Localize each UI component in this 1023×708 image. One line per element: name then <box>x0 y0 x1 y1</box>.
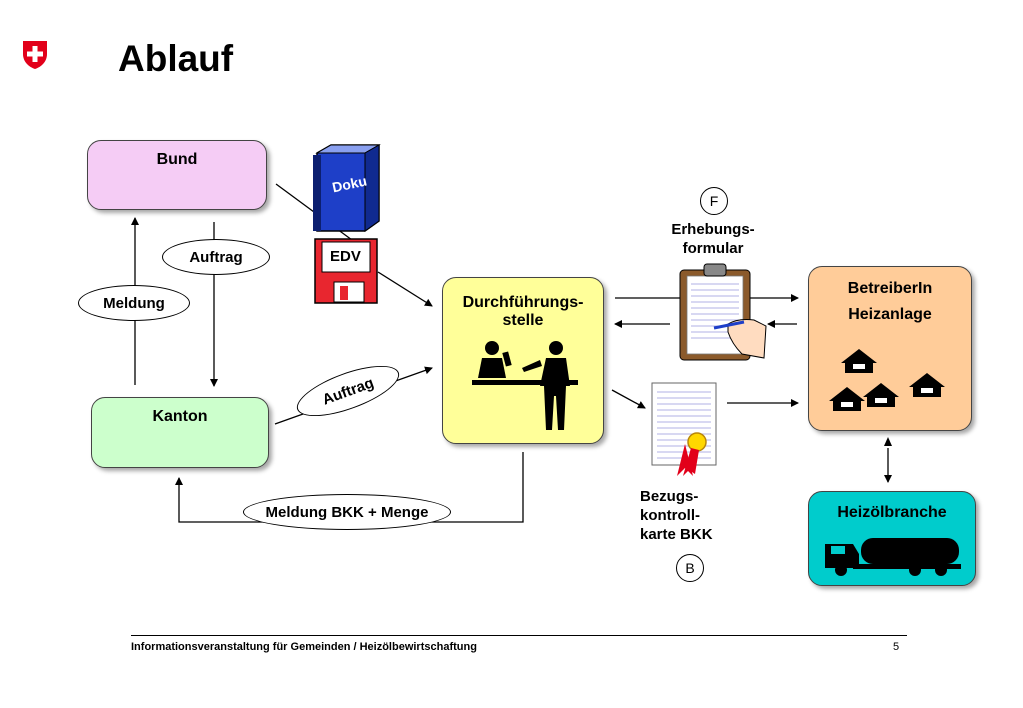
betreiber-box: BetreiberIn Heizanlage <box>808 266 972 431</box>
durchfuehrung-label-1: Durchführungs- <box>462 294 584 311</box>
page-number: 5 <box>893 641 900 653</box>
heizoel-box: Heizölbranche <box>808 491 976 586</box>
durchfuehrung-box: Durchführungs- stelle <box>442 277 604 444</box>
bezugskontrollkarte-label-1: Bezugs- <box>640 488 699 505</box>
erhebungsformular-label: Erhebungs- formular <box>655 220 771 258</box>
erhebungsformular-label-1: Erhebungs- <box>671 221 755 238</box>
betreiber-label-2: Heizanlage <box>848 306 932 323</box>
arrow-edv-to-durchfuehrung <box>377 271 433 307</box>
bund-label: Bund <box>156 151 198 168</box>
page-title: Ablauf <box>118 38 234 79</box>
arrow-durchfuehrung-to-bkk <box>611 389 646 409</box>
kanton-label: Kanton <box>152 408 208 425</box>
footer-text: Informationsveranstaltung für Gemeinden … <box>131 641 477 653</box>
edv-floppy-icon <box>314 238 378 304</box>
clipboard-form-icon <box>679 263 767 361</box>
houses-icon <box>829 349 945 411</box>
bkk-card-icon <box>651 382 717 476</box>
meldung-bkk-oval: Meldung BKK + Menge <box>243 494 451 530</box>
durchfuehrung-label-2: stelle <box>502 312 544 329</box>
service-counter-icon <box>472 341 578 430</box>
bezugskontrollkarte-label-2: kontroll- <box>640 507 700 524</box>
doku-binder-icon <box>313 144 381 232</box>
swiss-coat-of-arms-icon <box>23 41 47 69</box>
footer-divider <box>131 635 907 636</box>
marker-f: F <box>700 187 728 215</box>
betreiber-label-1: BetreiberIn <box>847 280 933 297</box>
tanker-truck-icon <box>825 538 961 576</box>
meldung-oval: Meldung <box>78 285 190 321</box>
auftrag-oval-top: Auftrag <box>162 239 270 275</box>
heizoel-label: Heizölbranche <box>837 504 947 521</box>
kanton-box: Kanton <box>91 397 269 468</box>
marker-b: B <box>676 554 704 582</box>
erhebungsformular-label-2: formular <box>682 240 744 257</box>
bezugskontrollkarte-label-3: karte BKK <box>640 526 713 543</box>
edv-label: EDV <box>330 248 361 265</box>
bezugskontrollkarte-label: Bezugs- kontroll- karte BKK <box>640 487 740 544</box>
bund-box: Bund <box>87 140 267 210</box>
